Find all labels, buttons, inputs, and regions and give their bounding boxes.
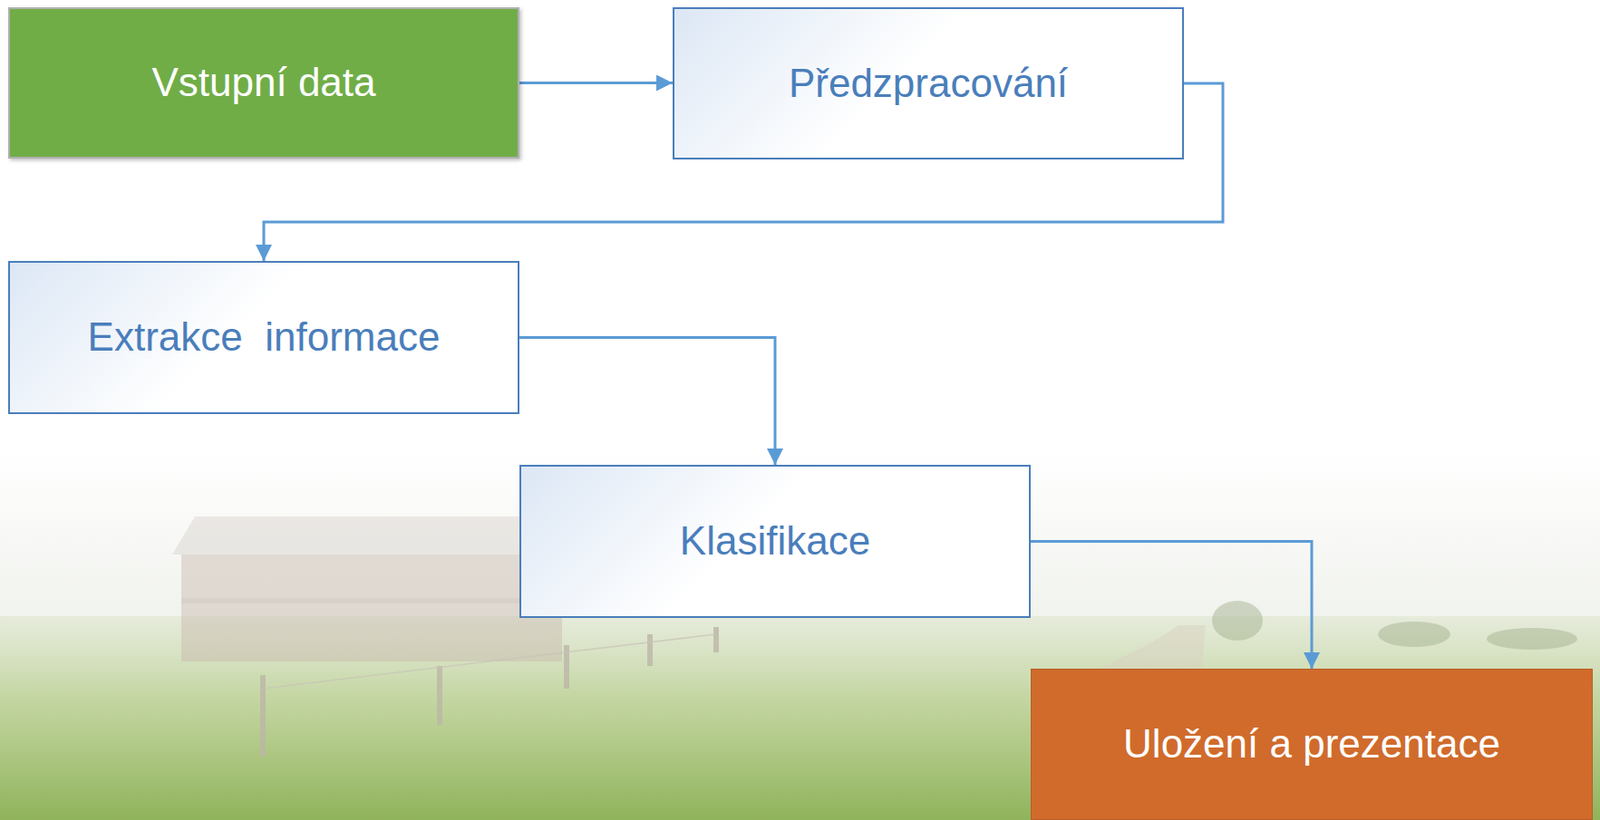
flow-arrow	[519, 338, 776, 466]
process-box: Klasifikace	[519, 465, 1031, 619]
process-box: Předzpracování	[672, 7, 1184, 160]
node-label: Klasifikace	[679, 518, 871, 565]
flow-arrow	[519, 81, 673, 85]
barn	[172, 516, 567, 662]
fence-posts	[262, 627, 717, 757]
flow-arrow	[1030, 542, 1312, 670]
input-box: Vstupní data	[8, 7, 520, 159]
process-box: Extrakce informace	[8, 261, 520, 415]
node-label: Uložení a prezentace	[1123, 721, 1501, 768]
output-box: Uložení a prezentace	[1030, 669, 1593, 820]
node-label: Vstupní data	[151, 59, 376, 107]
trees	[1212, 601, 1578, 650]
node-label: Extrakce informace	[87, 314, 441, 361]
fence-wire	[262, 634, 717, 689]
node-label: Předzpracování	[788, 60, 1068, 107]
